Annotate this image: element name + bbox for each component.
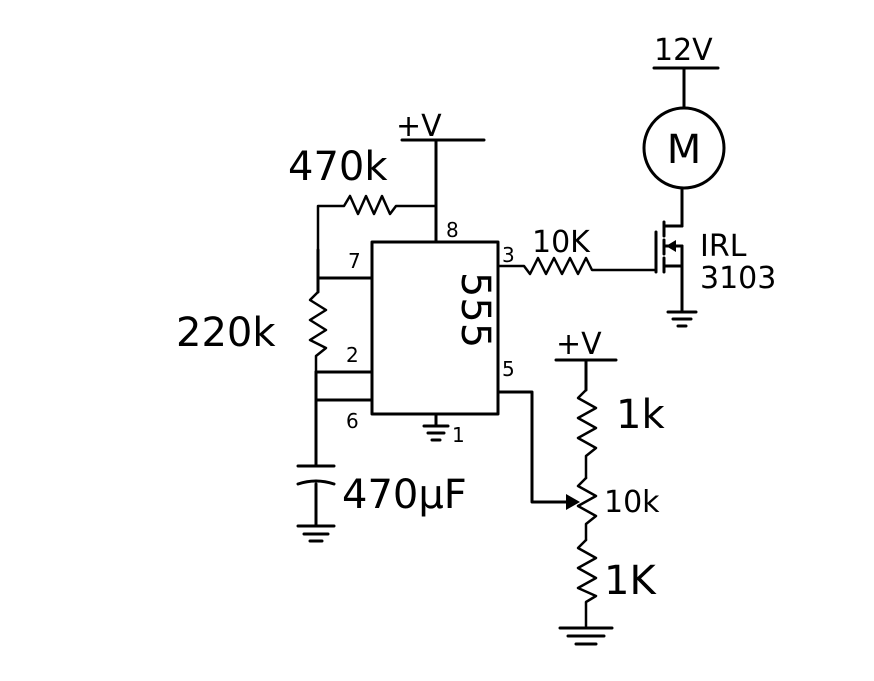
ground-symbol-mosfet	[666, 310, 698, 328]
mosfet-label-line2: 3103	[700, 261, 776, 296]
motor-supply-label: 12V	[654, 33, 713, 68]
resistor-470k-symbol	[316, 194, 438, 252]
resistor-10k-gate: 10K	[496, 225, 658, 276]
resistor-1k-top: 1k	[576, 388, 665, 480]
resistor-220k-label: 220k	[176, 310, 276, 356]
pin-5-label: 5	[502, 357, 515, 381]
motor-supply: 12V	[652, 33, 720, 70]
resistor-1k-top-label: 1k	[616, 392, 665, 438]
resistor-10k-symbol	[496, 256, 658, 276]
resistor-470k-label: 470k	[288, 144, 388, 190]
timer-supply: +V	[396, 109, 486, 244]
pot-supply: +V	[554, 327, 618, 392]
capacitor-plate-bottom	[296, 479, 336, 486]
potentiometer-label: 10k	[604, 485, 660, 520]
ground-symbol-pin1	[422, 412, 450, 442]
ic-555: 555 8 7 2 6 3 5 1	[346, 218, 515, 447]
potentiometer-10k: 10k	[576, 476, 660, 542]
pot-supply-label: +V	[556, 327, 602, 362]
potentiometer-symbol	[576, 476, 598, 542]
ic-part-label: 555	[452, 272, 498, 348]
ground-symbol-pot	[558, 626, 614, 646]
resistor-220k: 220k	[176, 290, 328, 374]
pin-2-label: 2	[346, 343, 359, 367]
capacitor-label: 470µF	[342, 472, 467, 518]
mosfet-irl3103: IRL 3103	[654, 188, 776, 312]
motor: M	[642, 66, 726, 190]
pin-3-label: 3	[502, 243, 515, 267]
mosfet-arrow-icon	[666, 240, 676, 252]
resistor-10k-label: 10K	[532, 225, 591, 260]
pin-6-label: 6	[346, 409, 359, 433]
ground-symbol-cap	[296, 524, 336, 543]
pin-7-label: 7	[348, 249, 361, 273]
mosfet-label-line1: IRL	[700, 229, 747, 264]
resistor-1k-top-symbol	[576, 388, 598, 480]
pin-1-label: 1	[452, 423, 465, 447]
pot-wiper-arrow-icon	[566, 494, 580, 510]
resistor-1k-bottom-label: 1K	[604, 558, 657, 604]
resistor-220k-symbol	[308, 290, 328, 374]
timer-supply-label: +V	[396, 109, 442, 144]
resistor-1k-bottom-symbol	[576, 538, 598, 628]
capacitor-470uf: 470µF	[296, 464, 467, 528]
resistor-1k-bottom: 1K	[576, 538, 657, 628]
resistor-470k: 470k	[288, 144, 438, 252]
pin-8-label: 8	[446, 218, 459, 242]
motor-label: M	[667, 127, 702, 173]
pin-5-wire	[496, 390, 574, 504]
